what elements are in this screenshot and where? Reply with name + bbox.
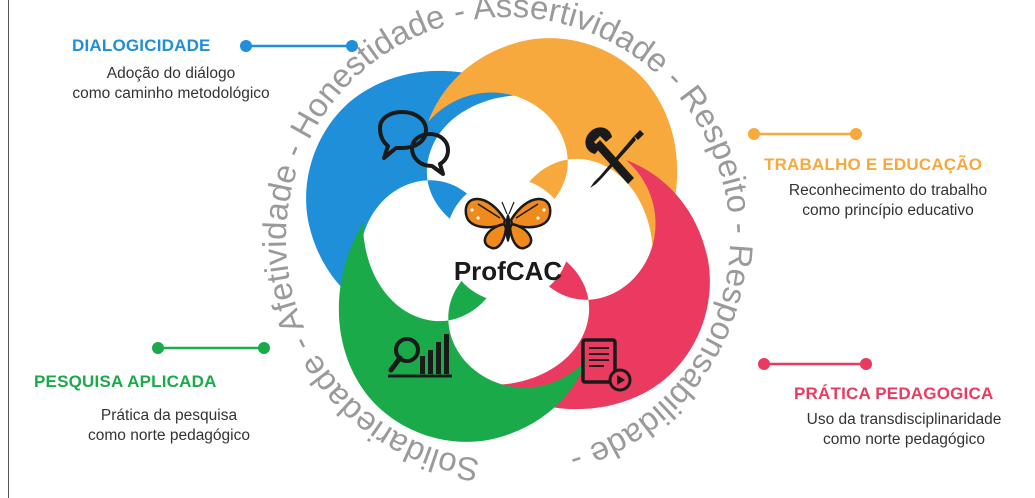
trabalho-title: TRABALHO E EDUCAÇÃO: [764, 155, 983, 174]
trabalho-connector: [748, 128, 862, 140]
pratica-desc-line2: como norte pedagógico: [822, 431, 985, 448]
left-border-line: [8, 0, 9, 498]
trabalho-desc-line1: Reconhecimento do trabalho: [788, 182, 988, 199]
pratica-title: PRÁTICA PEDAGOGICA: [794, 384, 994, 403]
document-play-icon: [581, 338, 632, 392]
pesquisa-connector: [152, 342, 270, 354]
speech-bubbles-icon: [378, 110, 450, 176]
callout-pratica: PRÁTICA PEDAGOGICA Uso da transdisciplin…: [784, 384, 1024, 450]
butterfly-logo: [464, 197, 552, 250]
callout-trabalho: TRABALHO E EDUCAÇÃO Reconhecimento do tr…: [764, 155, 1012, 221]
callout-pesquisa: PESQUISA APLICADA Prática da pesquisa co…: [34, 372, 294, 446]
pesquisa-title: PESQUISA APLICADA: [34, 372, 217, 391]
dialogicidade-desc-line2: como caminho metodológico: [72, 85, 270, 102]
dialogicidade-desc-line1: Adoção do diálogo: [106, 65, 236, 82]
dialogicidade-connector: [240, 40, 358, 52]
wrench-pencil-icon: [585, 127, 644, 188]
pratica-desc-line1: Uso da transdisciplinaridade: [806, 411, 1002, 428]
magnifier-bar-chart-icon: [388, 334, 452, 378]
trabalho-desc-line2: como princípio educativo: [802, 202, 974, 219]
pratica-connector: [758, 358, 872, 370]
pesquisa-desc-line1: Prática da pesquisa: [100, 407, 238, 424]
brand-name: ProfCAC: [454, 256, 563, 286]
dialogicidade-title: DIALOGICIDADE: [72, 36, 211, 55]
callout-dialogicidade: DIALOGICIDADE Adoção do diálogo como cam…: [64, 36, 278, 104]
pesquisa-desc-line2: como norte pedagógico: [87, 427, 250, 444]
